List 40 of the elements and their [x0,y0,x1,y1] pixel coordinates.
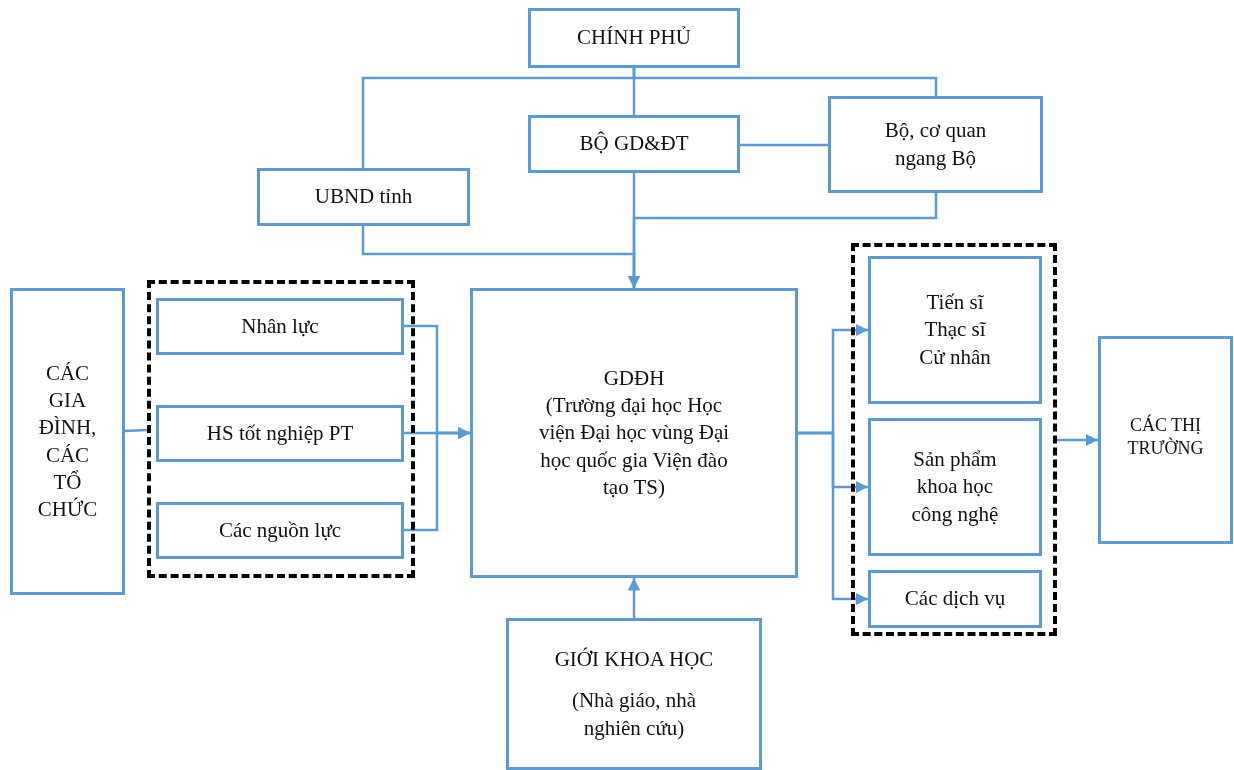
process-box [528,115,740,173]
box-label: Sản phẩm khoa học công nghệ [910,446,1000,528]
group-frame [147,280,415,578]
box-subtitle: (Nhà giáo, nhà nghiên cứu) [570,687,698,742]
process-box [10,288,125,595]
process-box [506,618,762,770]
arrow [627,578,641,618]
box-label: UBND tỉnh [314,183,413,211]
box-subtitle: (Trường đại học Học viện Đại học vùng Đại học quốc gia Viện đào tạo TS) [537,392,731,501]
box-label: Bộ, cơ quan ngang Bộ [883,117,988,172]
connector-line [632,68,938,96]
process-box [868,418,1042,556]
arrow [1057,433,1098,447]
box-label: Tiến sĩ Thạc sĩ Cử nhân [918,289,992,371]
arrow [404,426,470,532]
group-frame [851,243,1057,636]
box-label: Các dịch vụ [904,585,1006,613]
process-box [528,8,740,68]
box-label: CÁC THỊ TRƯỜNG [1126,414,1205,461]
arrow [627,193,938,288]
box-title: GIỚI KHOA HỌC [554,646,714,674]
box-title: GDĐH [603,364,665,392]
process-box [470,288,798,578]
connector-line [124,428,148,433]
box-label: Nhân lực [241,312,319,340]
box-label: CHÍNH PHỦ [577,24,691,52]
process-box [156,405,404,462]
arrow [798,431,868,606]
connector-line [740,143,828,147]
process-box [156,298,404,355]
box-label: BỘ GD&ĐT [579,130,689,158]
process-box [868,256,1042,404]
process-box [257,168,470,226]
box-label: HS tốt nghiệp PT [206,419,354,447]
process-box [156,502,404,559]
box-label: Các nguồn lực [218,516,342,544]
process-box [868,570,1042,628]
process-box [1098,336,1233,544]
box-label: CÁC GIA ĐÌNH, CÁC TỔ CHỨC [36,359,99,524]
process-box [828,96,1043,193]
